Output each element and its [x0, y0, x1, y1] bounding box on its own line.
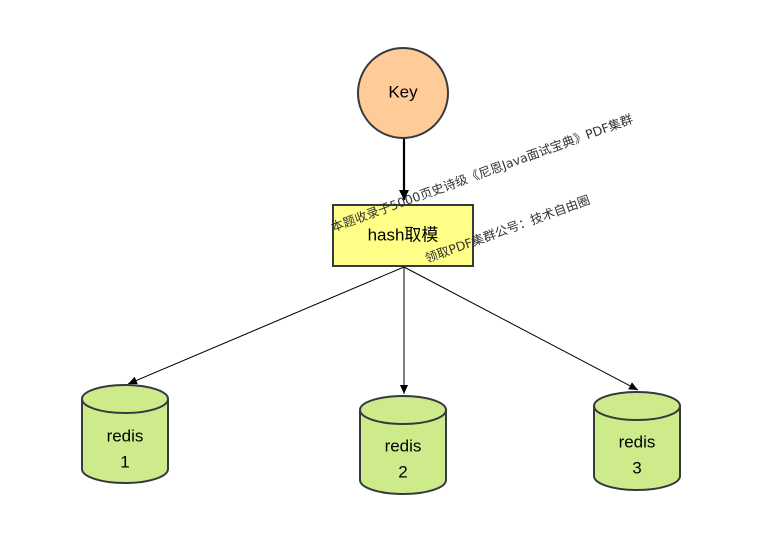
- redis-2-label-line1: redis: [385, 436, 422, 455]
- hash-label: hash取模: [368, 225, 439, 244]
- redis-3-cylinder: [593, 406, 681, 491]
- redis-node-3: redis 3: [593, 391, 681, 491]
- watermark-line-1: 本题收录于5000页史诗级《尼恩Java面试宝典》PDF集群: [329, 111, 635, 235]
- hash-box: [332, 204, 474, 267]
- key-label: Key: [388, 82, 418, 101]
- redis-2-cylinder: [359, 410, 447, 495]
- redis-1-cylinder-top: [81, 384, 169, 414]
- redis-1-label-line1: redis: [107, 426, 144, 445]
- redis-3-label-line1: redis: [619, 432, 656, 451]
- edge-hash-to-redis3: [403, 266, 639, 391]
- hash-node: hash取模: [332, 204, 474, 267]
- redis-1-label-line2: 1: [120, 452, 129, 471]
- key-node: Key: [357, 47, 449, 139]
- redis-node-1: redis 1: [81, 384, 169, 484]
- key-circle: [357, 47, 449, 139]
- redis-3-label-line2: 3: [632, 458, 641, 477]
- redis-2-label-line2: 2: [398, 462, 407, 481]
- redis-2-cylinder-top: [359, 395, 447, 425]
- redis-1-cylinder: [81, 399, 169, 484]
- edge-hash-to-redis1: [127, 266, 405, 385]
- redis-node-2: redis 2: [359, 395, 447, 495]
- redis-3-cylinder-top: [593, 391, 681, 421]
